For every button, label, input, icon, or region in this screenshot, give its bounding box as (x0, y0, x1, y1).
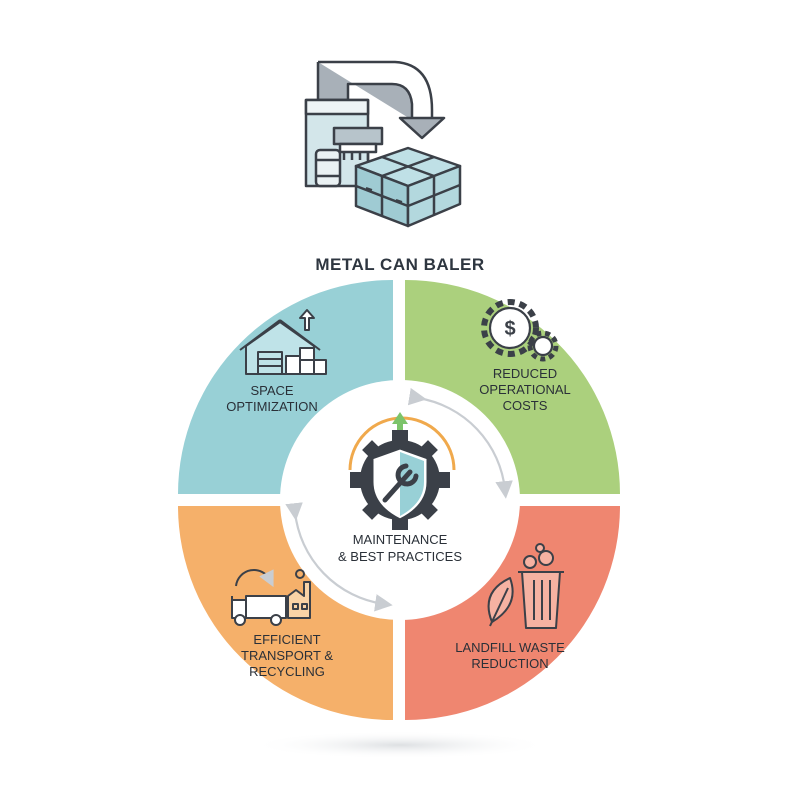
svg-text:$: $ (504, 318, 515, 340)
quadrant-reduced-costs (405, 279, 620, 494)
baler-machine-icon (304, 60, 462, 228)
label-efficient-transport: EFFICIENT TRANSPORT & RECYCLING (241, 632, 333, 679)
dollar-gears-icon: $ (481, 299, 559, 362)
gear-shield-wrench-icon (348, 412, 456, 530)
diagram-title: METAL CAN BALER (315, 255, 485, 274)
quadrant-space-optimization (178, 279, 393, 494)
cycle-arrows (285, 387, 513, 612)
label-landfill-reduction: LANDFILL WASTE REDUCTION (455, 640, 565, 671)
truck-factory-icon (231, 569, 311, 626)
wheel-shadow (250, 731, 550, 759)
quadrant-landfill-reduction (405, 506, 620, 721)
label-maintenance: MAINTENANCE & BEST PRACTICES (337, 532, 462, 564)
warehouse-icon (239, 309, 327, 375)
label-space-optimization: SPACE OPTIMIZATION (226, 383, 318, 414)
label-reduced-costs: REDUCED OPERATIONAL COSTS (479, 366, 571, 413)
trash-leaf-icon (487, 543, 564, 629)
